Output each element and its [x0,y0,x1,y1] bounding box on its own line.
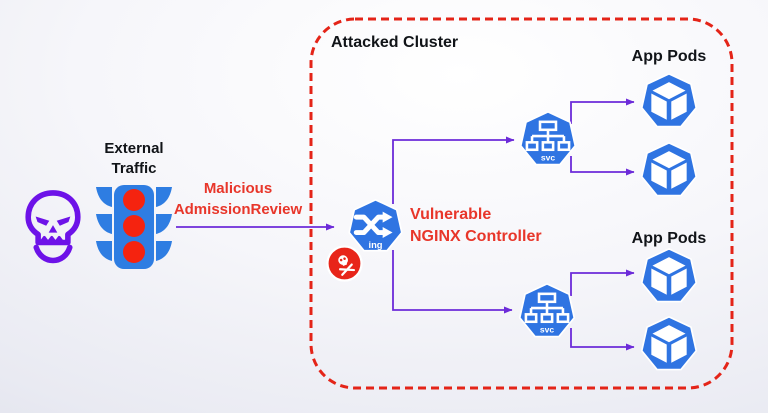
external-traffic-line1: External [104,140,164,157]
pod-icon-4 [640,316,698,373]
malicious-line1: Malicious [203,180,273,197]
cluster-title: Attacked Cluster [331,34,459,51]
edge-svc1-to-pod1 [570,98,635,124]
pod-icon-2 [640,142,698,199]
edge-svc2-to-pod4 [570,328,635,351]
edge-ingress-to-svc-bottom [392,250,513,314]
malicious-admissionreview-label: Malicious AdmissionReview [163,179,313,220]
pod-icon-3 [640,248,698,305]
vulnerable-line2: NGINX Controller [410,228,542,246]
traffic-light-icon [95,181,173,273]
service-top-label: svc [541,153,556,163]
app-pods-label-top: App Pods [631,48,707,65]
service-icon-top: svc [519,111,577,168]
cluster-boundary [309,17,734,390]
vulnerable-nginx-label: Vulnerable NGINX Controller [410,204,542,248]
skull-badge-icon [326,245,363,282]
edge-svc1-to-pod2 [570,156,635,176]
skull-icon [22,189,84,265]
vulnerable-line1: Vulnerable [410,206,492,223]
external-traffic-label: External Traffic [84,139,184,179]
edge-ingress-to-svc-top [392,136,515,204]
ingress-icon: ing [347,199,404,254]
external-traffic-line2: Traffic [111,159,157,177]
service-icon-bottom: svc [518,283,576,340]
pod-icon-1 [640,73,698,130]
malicious-line2: AdmissionReview [173,200,303,218]
service-bottom-label: svc [540,325,555,335]
ingress-icon-label: ing [368,240,382,250]
app-pods-label-bottom: App Pods [631,230,707,247]
edge-svc2-to-pod3 [570,269,635,296]
